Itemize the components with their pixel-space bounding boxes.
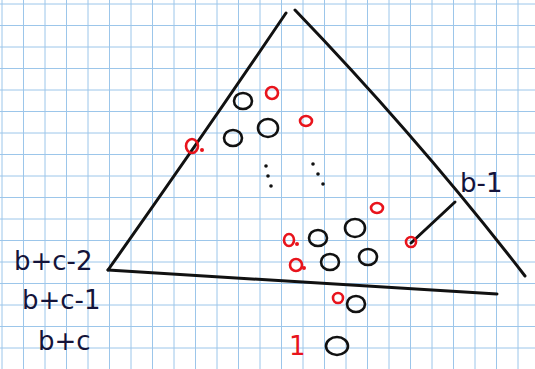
grid-line	[0, 47, 535, 48]
red-bead	[371, 203, 383, 213]
dot	[266, 174, 270, 178]
grid-line	[0, 4, 535, 5]
red-bead	[290, 259, 302, 271]
dot	[321, 182, 325, 186]
grid-line	[0, 197, 535, 198]
grid-line	[131, 0, 132, 369]
variable-label: 1	[289, 333, 306, 359]
grid-line	[174, 0, 175, 369]
grid-line	[367, 0, 368, 369]
red-bead	[266, 87, 278, 99]
grid-line	[195, 0, 196, 369]
triangle	[108, 10, 525, 294]
ellipsis-dots	[264, 162, 325, 188]
grid-line	[518, 0, 519, 369]
bead	[234, 93, 252, 109]
red-dots	[200, 148, 306, 270]
dot	[302, 266, 306, 270]
bead	[347, 296, 365, 312]
grid-line	[0, 25, 535, 26]
grid-line	[281, 0, 282, 369]
black-beads	[224, 93, 377, 355]
triangle-base	[108, 270, 497, 294]
dot	[316, 172, 320, 176]
triangle-left-side	[108, 13, 286, 270]
grid-line	[303, 0, 304, 369]
bead	[345, 219, 365, 237]
grid-line	[0, 154, 535, 155]
red-bead	[333, 293, 343, 303]
bead	[224, 130, 242, 146]
grid-line	[0, 240, 535, 241]
variable-label: b+c-1	[22, 287, 101, 313]
grid-line	[88, 0, 89, 369]
grid-line	[260, 0, 261, 369]
dot	[269, 184, 273, 188]
bead	[321, 254, 339, 270]
grid-line	[346, 0, 347, 369]
grid-line	[410, 0, 411, 369]
grid-line	[0, 133, 535, 134]
grid-line	[0, 111, 535, 112]
grid-line	[0, 326, 535, 327]
variable-label: b-1	[460, 170, 502, 196]
dot	[295, 242, 299, 246]
grid-line	[432, 0, 433, 369]
dot	[200, 148, 204, 152]
bead	[326, 337, 348, 355]
grid-line	[23, 0, 24, 369]
red-bead	[284, 234, 294, 246]
red-bead	[300, 116, 312, 126]
grid-line	[0, 219, 535, 220]
grid-line	[389, 0, 390, 369]
triangle-right-side	[295, 10, 525, 276]
red-bead	[406, 237, 416, 247]
grid-line	[0, 68, 535, 69]
grid-line	[217, 0, 218, 369]
grid-line	[2, 0, 3, 369]
bead	[359, 249, 377, 265]
variable-label: b+c	[38, 328, 91, 354]
grid-line	[238, 0, 239, 369]
red-beads	[186, 87, 416, 303]
bead	[309, 230, 327, 246]
variable-label: b+c-2	[14, 248, 93, 274]
bead	[258, 119, 278, 137]
grid-line	[0, 283, 535, 284]
grid-line	[45, 0, 46, 369]
grid-line	[152, 0, 153, 369]
leader-tick	[411, 202, 455, 243]
dot	[311, 162, 315, 166]
dot	[264, 164, 268, 168]
red-bead	[186, 139, 198, 153]
grid-line	[66, 0, 67, 369]
grid-line	[109, 0, 110, 369]
